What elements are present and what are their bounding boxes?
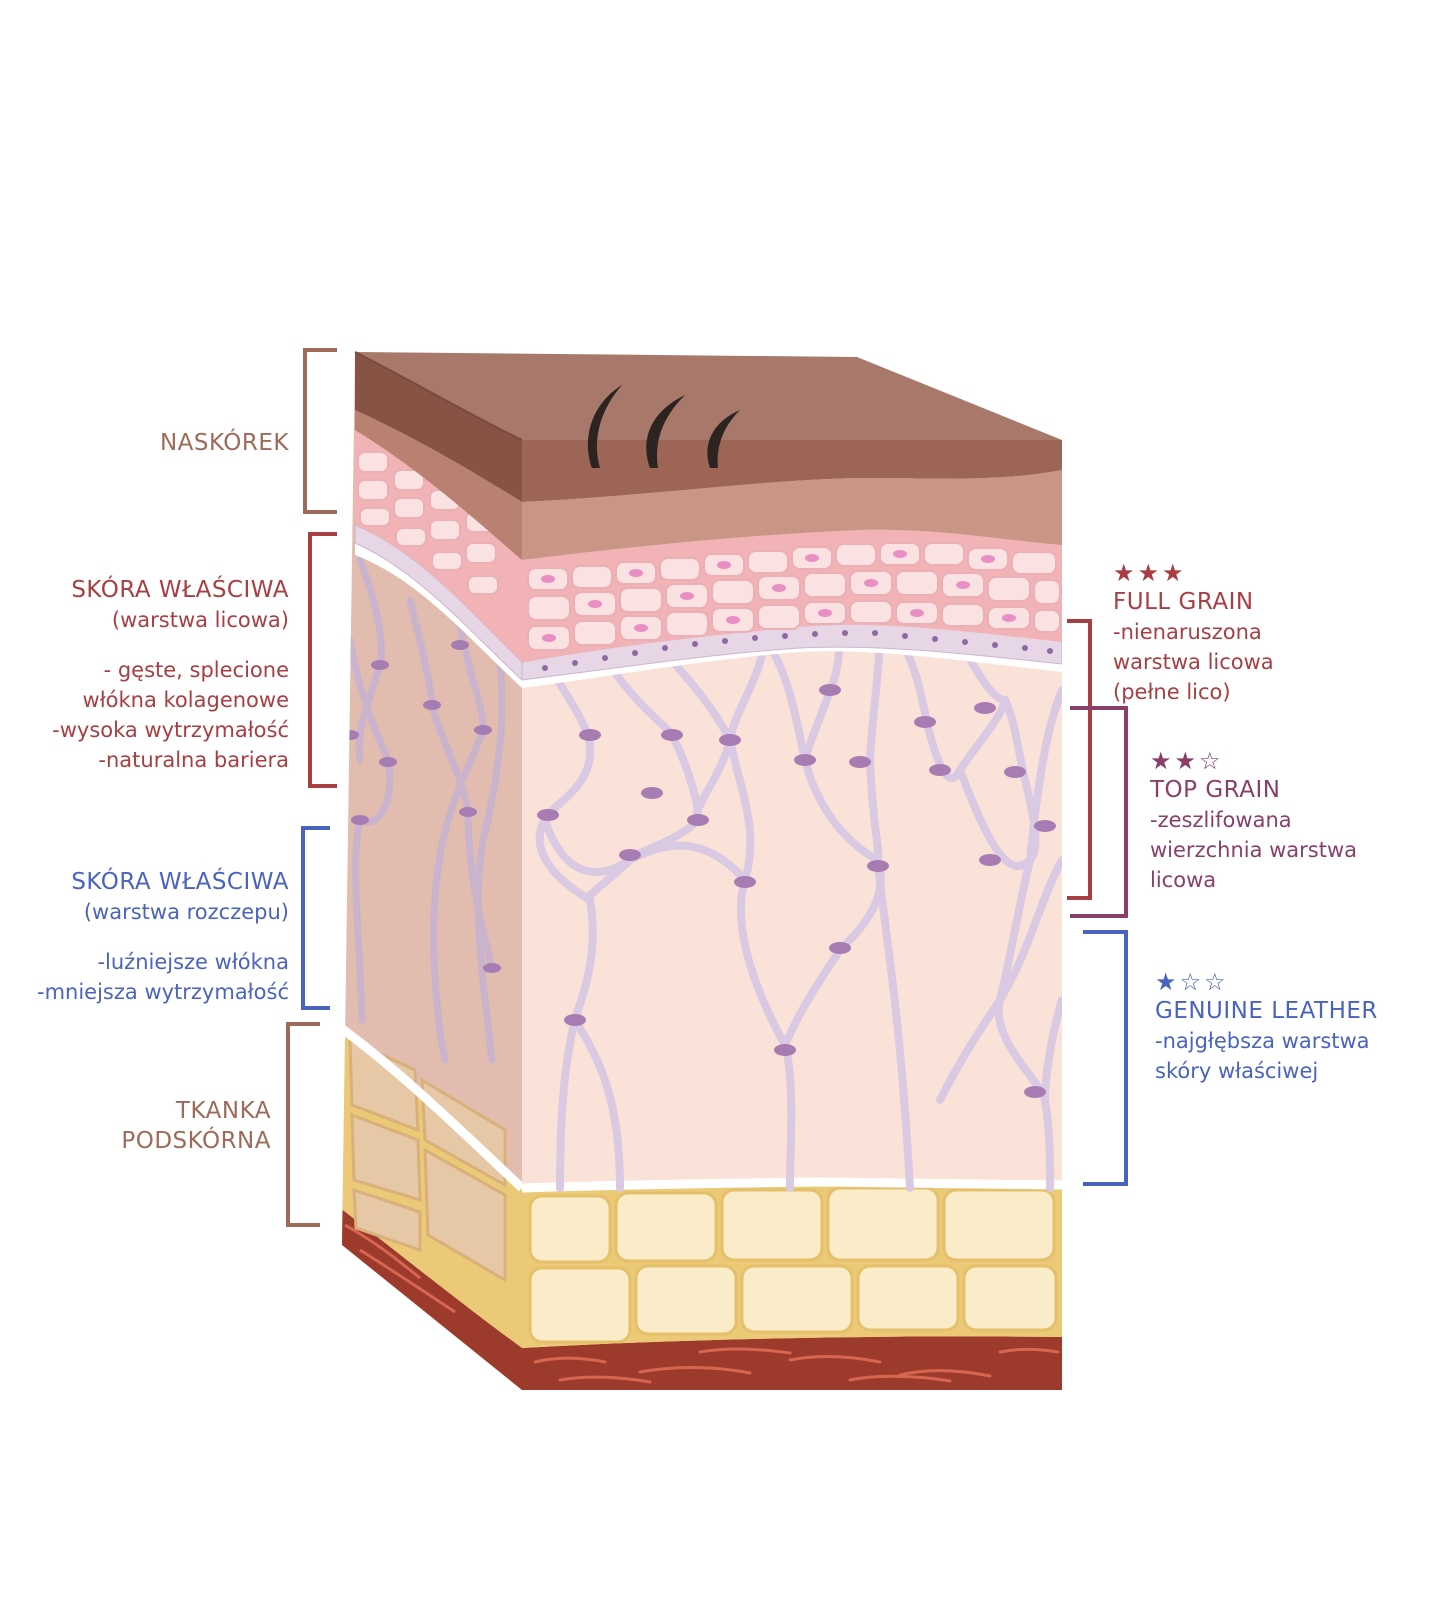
grain-layer-line: -naturalna bariera <box>98 748 289 772</box>
full-grain-bracket <box>1067 619 1092 900</box>
grain-layer-subtitle: (warstwa licowa) <box>111 608 289 632</box>
front-face <box>522 440 1062 1390</box>
top-grain-label: ★★☆ TOP GRAIN -zeszlifowana wierzchnia w… <box>1150 747 1357 895</box>
side-face <box>342 352 522 1390</box>
full-grain-label: ★★★ FULL GRAIN -nienaruszona warstwa lic… <box>1113 559 1274 707</box>
grain-bracket <box>308 532 337 788</box>
epidermis-title: NASKÓREK <box>159 430 289 456</box>
genuine-leather-line: -najgłębsza warstwa <box>1155 1029 1370 1053</box>
hypodermis-title-line: TKANKA <box>175 1098 271 1124</box>
epidermal-cells <box>527 542 1061 651</box>
full-grain-star-rating: ★★★ <box>1113 559 1187 587</box>
hair-icon <box>587 385 740 468</box>
split-layer-line: -luźniejsze włókna <box>97 950 289 974</box>
genuine-leather-line: skóry właściwej <box>1155 1059 1319 1083</box>
full-grain-line: (pełne lico) <box>1113 680 1231 704</box>
hypodermis-label: TKANKA PODSKÓRNA <box>121 1096 271 1156</box>
top-grain-star-rating: ★★☆ <box>1150 747 1224 775</box>
split-layer-line: -mniejsza wytrzymałość <box>37 980 289 1004</box>
genuine-leather-star-rating: ★☆☆ <box>1155 968 1229 996</box>
split-layer-label: SKÓRA WŁAŚCIWA (warstwa rozczepu) -luźni… <box>37 867 289 1007</box>
muscle-layer <box>522 1336 1062 1390</box>
grain-layer-line: włókna kolagenowe <box>82 688 289 712</box>
grain-layer-line: - gęste, splecione <box>103 658 289 682</box>
fiber-junctions <box>537 684 1056 1098</box>
fat-cells <box>528 1186 1058 1344</box>
hypodermis-title-line: PODSKÓRNA <box>121 1128 271 1154</box>
grain-layer-line: -wysoka wytrzymałość <box>52 718 289 742</box>
split-layer-subtitle: (warstwa rozczepu) <box>83 900 289 924</box>
hypodermis-bracket <box>286 1022 320 1227</box>
genuine-leather-bracket <box>1083 930 1128 1186</box>
genuine-leather-label: ★☆☆ GENUINE LEATHER -najgłębsza warstwa … <box>1155 968 1378 1086</box>
full-grain-line: warstwa licowa <box>1113 650 1274 674</box>
top-grain-title: TOP GRAIN <box>1150 777 1281 803</box>
epidermis-bracket <box>303 348 337 514</box>
full-grain-title: FULL GRAIN <box>1113 589 1254 615</box>
genuine-leather-title: GENUINE LEATHER <box>1155 998 1378 1024</box>
epidermis-label: NASKÓREK <box>160 428 289 458</box>
full-grain-line: -nienaruszona <box>1113 620 1262 644</box>
grain-layer-title: SKÓRA WŁAŚCIWA <box>71 577 289 603</box>
top-grain-line: wierzchnia warstwa <box>1150 838 1358 862</box>
top-grain-line: -zeszlifowana <box>1150 808 1292 832</box>
split-bracket <box>301 826 330 1010</box>
top-grain-bracket <box>1070 706 1128 918</box>
split-layer-title: SKÓRA WŁAŚCIWA <box>71 869 289 895</box>
grain-layer-label: SKÓRA WŁAŚCIWA (warstwa licowa) - gęste,… <box>52 575 289 775</box>
top-grain-line: licowa <box>1150 868 1217 892</box>
top-face <box>355 352 1062 440</box>
